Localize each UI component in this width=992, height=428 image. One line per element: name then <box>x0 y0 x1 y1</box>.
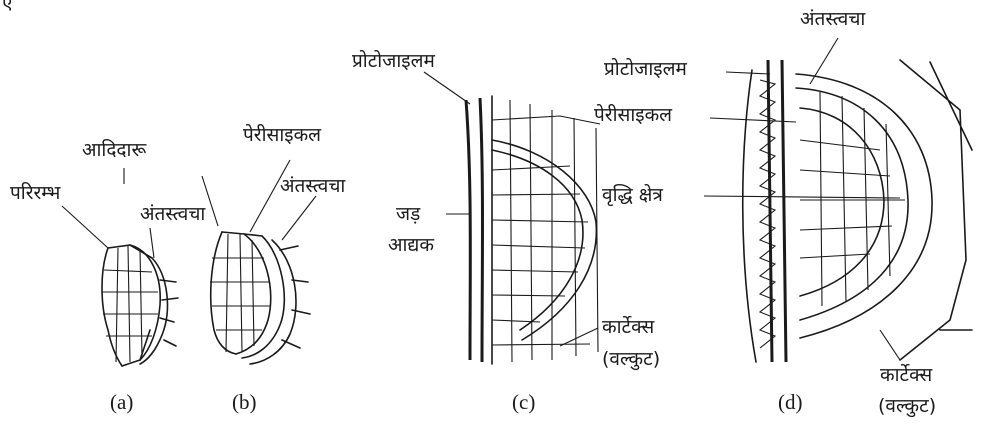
panel-b-pericycle-label: पेरीसाइकल <box>243 126 321 145</box>
panel-b-drawing <box>210 232 310 364</box>
panel-d-endodermis-label: अंतस्त्वचा <box>800 10 865 29</box>
panel-d-cortex-hindi-label: (वल्कुट) <box>878 397 936 416</box>
panel-c-cortex-hindi-label: (वल्कुट) <box>602 350 660 369</box>
panel-c-drawing <box>466 96 600 364</box>
panel-c-root-label-line1: जड़ <box>396 205 420 224</box>
panel-a-pericycle-label: परिरम्भ <box>10 184 60 203</box>
panel-d-caption: (d) <box>778 392 803 413</box>
panel-a-drawing <box>102 245 178 366</box>
panel-c-cortex-label: कार्टेक्स <box>602 318 654 337</box>
corner-mark: ए <box>2 0 13 13</box>
panel-a-primordium-label: आदिदारू <box>82 141 146 160</box>
panel-c-caption: (c) <box>512 392 535 413</box>
panel-d-protoxylem-label: प्रोटोजाइलम <box>604 60 687 79</box>
panel-a-endodermis-label: अंतस्त्वचा <box>140 205 205 224</box>
panel-c-root-label-line2: आद्यक <box>388 236 434 255</box>
panel-b-caption: (b) <box>232 392 257 413</box>
panel-d-cortex-label: कार्टेक्स <box>880 366 932 385</box>
panel-d-pericycle-label: पेरीसाइकल <box>594 106 672 125</box>
panel-b-endodermis-label: अंतस्त्वचा <box>280 177 345 196</box>
panel-c-protoxylem-label: प्रोटोजाइलम <box>352 52 435 71</box>
panel-a-caption: (a) <box>110 392 133 413</box>
panel-d-drawing <box>743 60 972 362</box>
panel-d-growth-zone-label: वृद्धि क्षेत्र <box>602 186 663 205</box>
